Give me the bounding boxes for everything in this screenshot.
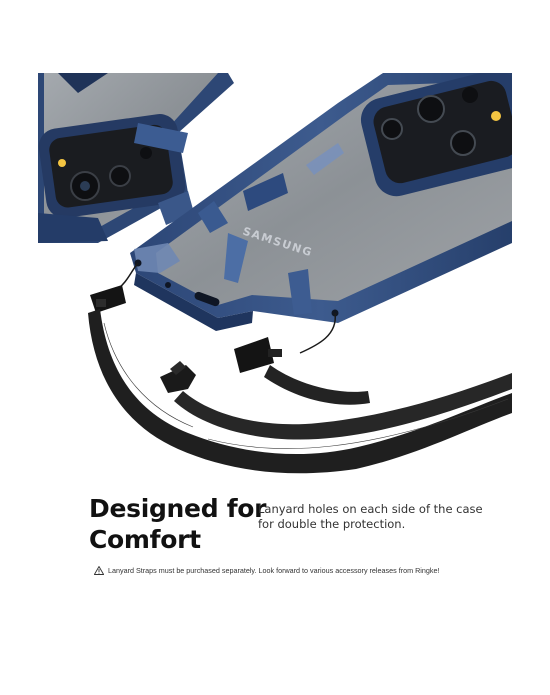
headline-line-2: Comfort	[89, 525, 201, 554]
lanyard-clip	[160, 365, 196, 393]
description-line-1: Lanyard holes on each side of the case	[258, 502, 483, 516]
warning-triangle-icon	[94, 566, 104, 575]
phone-case-illustration: SAMSUNG	[38, 73, 512, 474]
description-line-2: for double the protection.	[258, 517, 406, 531]
lanyard-buckle-right	[234, 337, 274, 373]
lanyard-strap	[88, 262, 512, 474]
purchase-notice: Lanyard Straps must be purchased separat…	[94, 566, 514, 575]
lanyard-buckle-left	[90, 285, 126, 313]
right-phone: SAMSUNG	[130, 73, 512, 331]
headline: Designed for Comfort	[89, 493, 267, 555]
product-photo: SAMSUNG	[38, 73, 512, 478]
description: Lanyard holes on each side of the case f…	[258, 502, 483, 532]
notice-text: Lanyard Straps must be purchased separat…	[108, 566, 440, 575]
headline-line-1: Designed for	[89, 494, 267, 523]
